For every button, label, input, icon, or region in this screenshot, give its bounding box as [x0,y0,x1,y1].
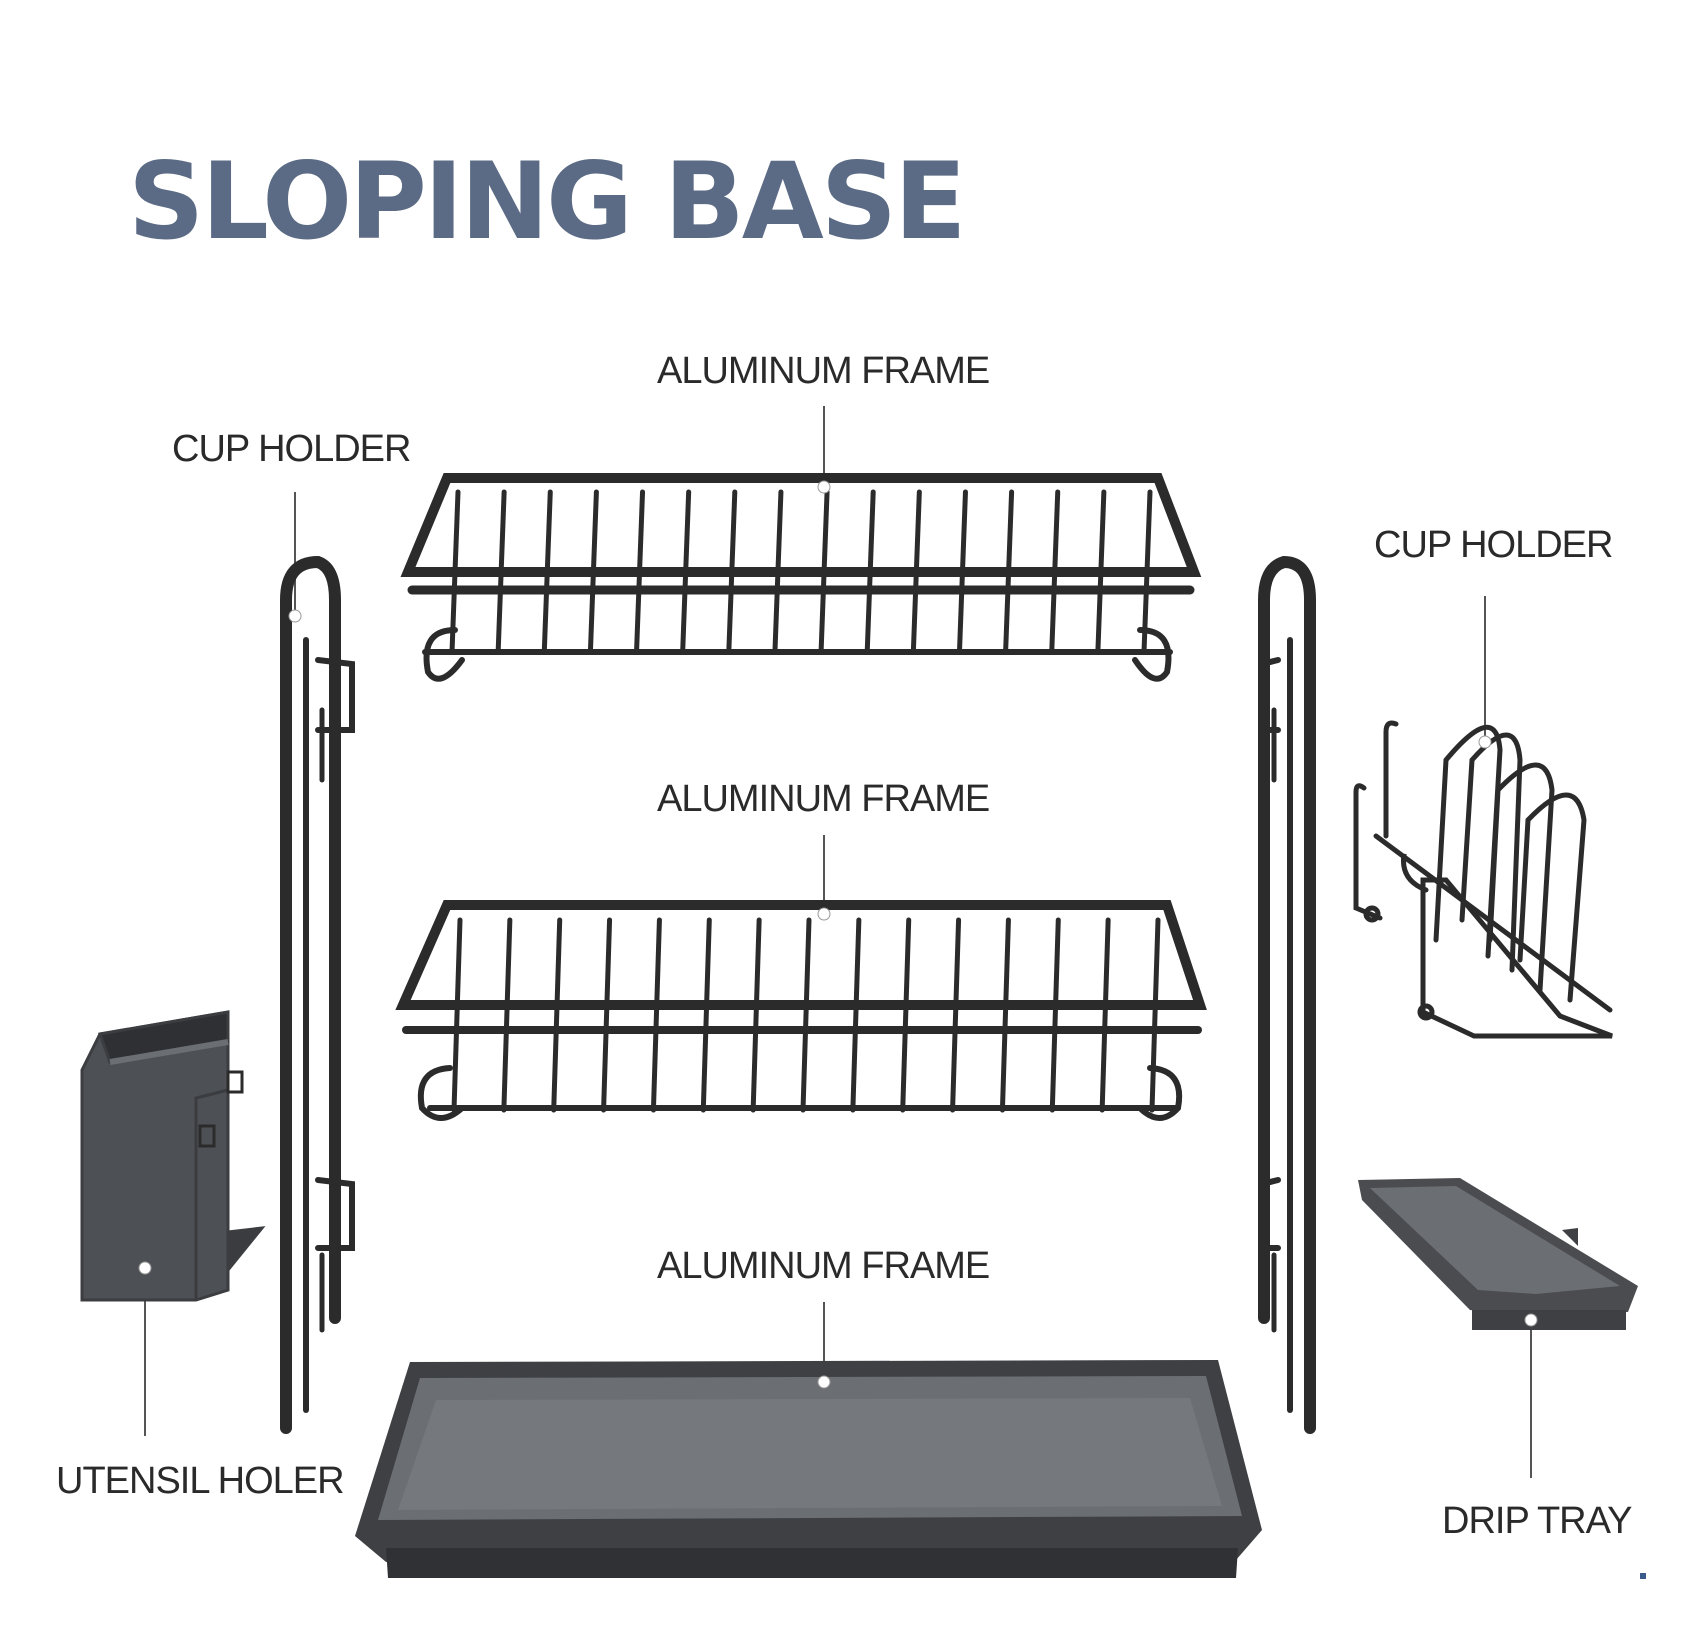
page-title: SLOPING BASE [128,140,967,263]
basket-wire [1149,917,1161,1113]
basket-wire [950,917,962,1113]
basket-wire [999,917,1011,1113]
basket-wire [900,917,912,1113]
basket-wire [650,917,662,1113]
basket-wire [700,917,712,1113]
basket-wire [541,489,553,655]
label-utensil-holder: UTENSIL HOLER [56,1460,345,1502]
basket-wire [634,489,646,655]
callout-lines [144,406,1532,1478]
basket-wire [772,489,784,655]
basket-wire [910,489,922,655]
corner-mark [1640,1573,1646,1579]
basket-wire [451,917,463,1113]
basket-wire [587,489,599,655]
label-drip-tray: DRIP TRAY [1442,1500,1632,1542]
basket-wire [1095,489,1107,655]
basket-wire [850,917,862,1113]
drip-tray-large [355,1360,1262,1578]
basket-wire [864,489,876,655]
basket-wire [501,917,513,1113]
cup-holder-right [1353,720,1613,1039]
basket-wire [1099,917,1111,1113]
basket-wire [726,489,738,655]
label-aluminum-frame-top: ALUMINUM FRAME [657,350,990,392]
basket-wire [601,917,613,1113]
side-frame-left [280,555,355,1434]
basket-wire [750,917,762,1113]
basket-wire [1049,917,1061,1113]
rack-middle-basket [395,900,1207,1121]
label-aluminum-frame-middle: ALUMINUM FRAME [657,778,990,820]
callout-dots [138,480,1538,1389]
utensil-holder [80,1010,266,1302]
basket-wire [551,917,563,1113]
label-aluminum-frame-bottom: ALUMINUM FRAME [657,1245,990,1287]
label-cup-holder-left: CUP HOLDER [172,428,411,470]
label-cup-holder-right: CUP HOLDER [1374,524,1613,566]
basket-wire [449,489,461,655]
basket-wire [495,489,507,655]
basket-wire [800,917,812,1113]
side-frame-right [1258,555,1316,1434]
basket-wire [1049,489,1061,655]
basket-wire [1003,489,1015,655]
basket-wire [818,489,830,655]
drip-tray-small [1358,1178,1638,1330]
basket-wire [680,489,692,655]
rack-top-basket [400,473,1202,682]
basket-wire [956,489,968,655]
basket-wire [1141,489,1153,655]
